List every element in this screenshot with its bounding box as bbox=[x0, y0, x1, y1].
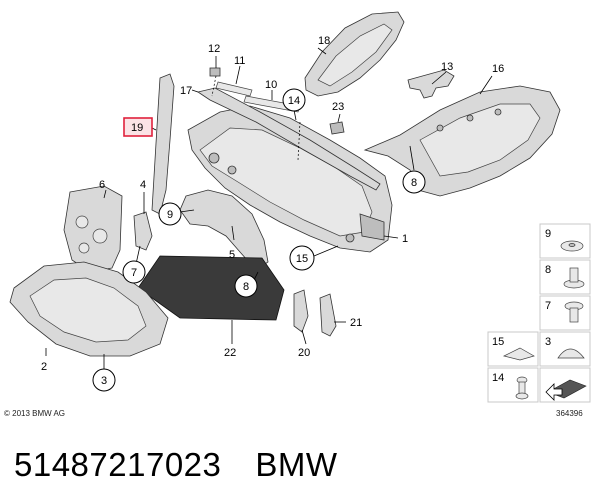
diagram-id: 364396 bbox=[556, 409, 583, 418]
callout-17: 17 bbox=[180, 85, 192, 97]
svg-text:14: 14 bbox=[492, 372, 504, 384]
copyright-text: © 2013 BMW AG bbox=[4, 409, 65, 418]
part-11-seal[interactable] bbox=[215, 81, 253, 97]
callout-18: 18 bbox=[318, 35, 330, 47]
svg-text:15: 15 bbox=[492, 336, 504, 348]
callout-7: 7 bbox=[131, 267, 137, 279]
part-20-clip[interactable] bbox=[293, 289, 309, 333]
part-2-insulation[interactable] bbox=[9, 261, 169, 357]
callout-23: 23 bbox=[332, 101, 344, 113]
part-17-cowl-strip[interactable] bbox=[197, 87, 381, 191]
svg-text:9: 9 bbox=[545, 228, 551, 240]
callout-12: 12 bbox=[208, 43, 220, 55]
part-1-firewall[interactable] bbox=[187, 105, 393, 253]
callout-10: 10 bbox=[265, 79, 277, 91]
legend-item-14[interactable]: 14 bbox=[487, 367, 539, 403]
callout-19-highlight[interactable]: 19 bbox=[123, 117, 153, 137]
arrow-icon bbox=[545, 383, 563, 401]
callout-9: 9 bbox=[167, 209, 173, 221]
part-6-panel[interactable] bbox=[63, 185, 123, 273]
brand-name: BMW bbox=[255, 446, 338, 483]
callout-15: 15 bbox=[296, 253, 308, 265]
part-16-insulation[interactable] bbox=[363, 85, 561, 197]
callout-labels: 12 11 10 17 18 13 16 23 1 6 4 5 22 20 21… bbox=[41, 35, 504, 373]
callout-14: 14 bbox=[288, 95, 300, 107]
callout-8-lower: 8 bbox=[243, 281, 249, 293]
legend-item-7[interactable]: 7 bbox=[539, 295, 591, 331]
callout-20: 20 bbox=[298, 347, 310, 359]
part-12-clip[interactable] bbox=[209, 67, 221, 77]
svg-text:7: 7 bbox=[545, 300, 551, 312]
callout-22: 22 bbox=[224, 347, 236, 359]
callout-16: 16 bbox=[492, 63, 504, 75]
part-4-bracket[interactable] bbox=[133, 211, 153, 251]
callout-19: 19 bbox=[131, 122, 143, 134]
fastener-legend: 9 8 7 15 3 bbox=[487, 223, 591, 403]
callout-3: 3 bbox=[101, 375, 107, 387]
svg-text:8: 8 bbox=[545, 264, 551, 276]
callout-5: 5 bbox=[229, 249, 235, 261]
parts-diagram: 12 11 10 17 18 13 16 23 1 6 4 5 22 20 21… bbox=[4, 11, 591, 418]
circled-callouts: 14 8 9 15 7 8 3 bbox=[92, 88, 426, 392]
leader-lines bbox=[45, 47, 493, 370]
legend-item-8[interactable]: 8 bbox=[539, 259, 591, 295]
callout-13: 13 bbox=[441, 61, 453, 73]
legend-item-15[interactable]: 15 bbox=[487, 331, 539, 367]
callout-8-upper: 8 bbox=[411, 177, 417, 189]
part-21-clip[interactable] bbox=[319, 293, 337, 337]
callout-21: 21 bbox=[350, 317, 362, 329]
part-18-insulation[interactable] bbox=[304, 11, 405, 97]
part-19-strip[interactable] bbox=[151, 73, 175, 215]
svg-text:3: 3 bbox=[545, 336, 551, 348]
legend-item-3[interactable]: 3 bbox=[539, 331, 591, 367]
legend-item-9[interactable]: 9 bbox=[539, 223, 591, 259]
callout-6: 6 bbox=[99, 179, 105, 191]
callout-2: 2 bbox=[41, 361, 47, 373]
callout-4: 4 bbox=[140, 179, 146, 191]
callout-1: 1 bbox=[402, 233, 408, 245]
callout-11: 11 bbox=[234, 55, 245, 67]
part-caption: 51487217023 BMW bbox=[14, 440, 594, 490]
part-13-bracket[interactable] bbox=[407, 69, 455, 99]
legend-item-mat-symbol[interactable] bbox=[539, 367, 591, 403]
part-number: 51487217023 bbox=[14, 446, 222, 483]
part-23-block[interactable] bbox=[329, 121, 345, 135]
